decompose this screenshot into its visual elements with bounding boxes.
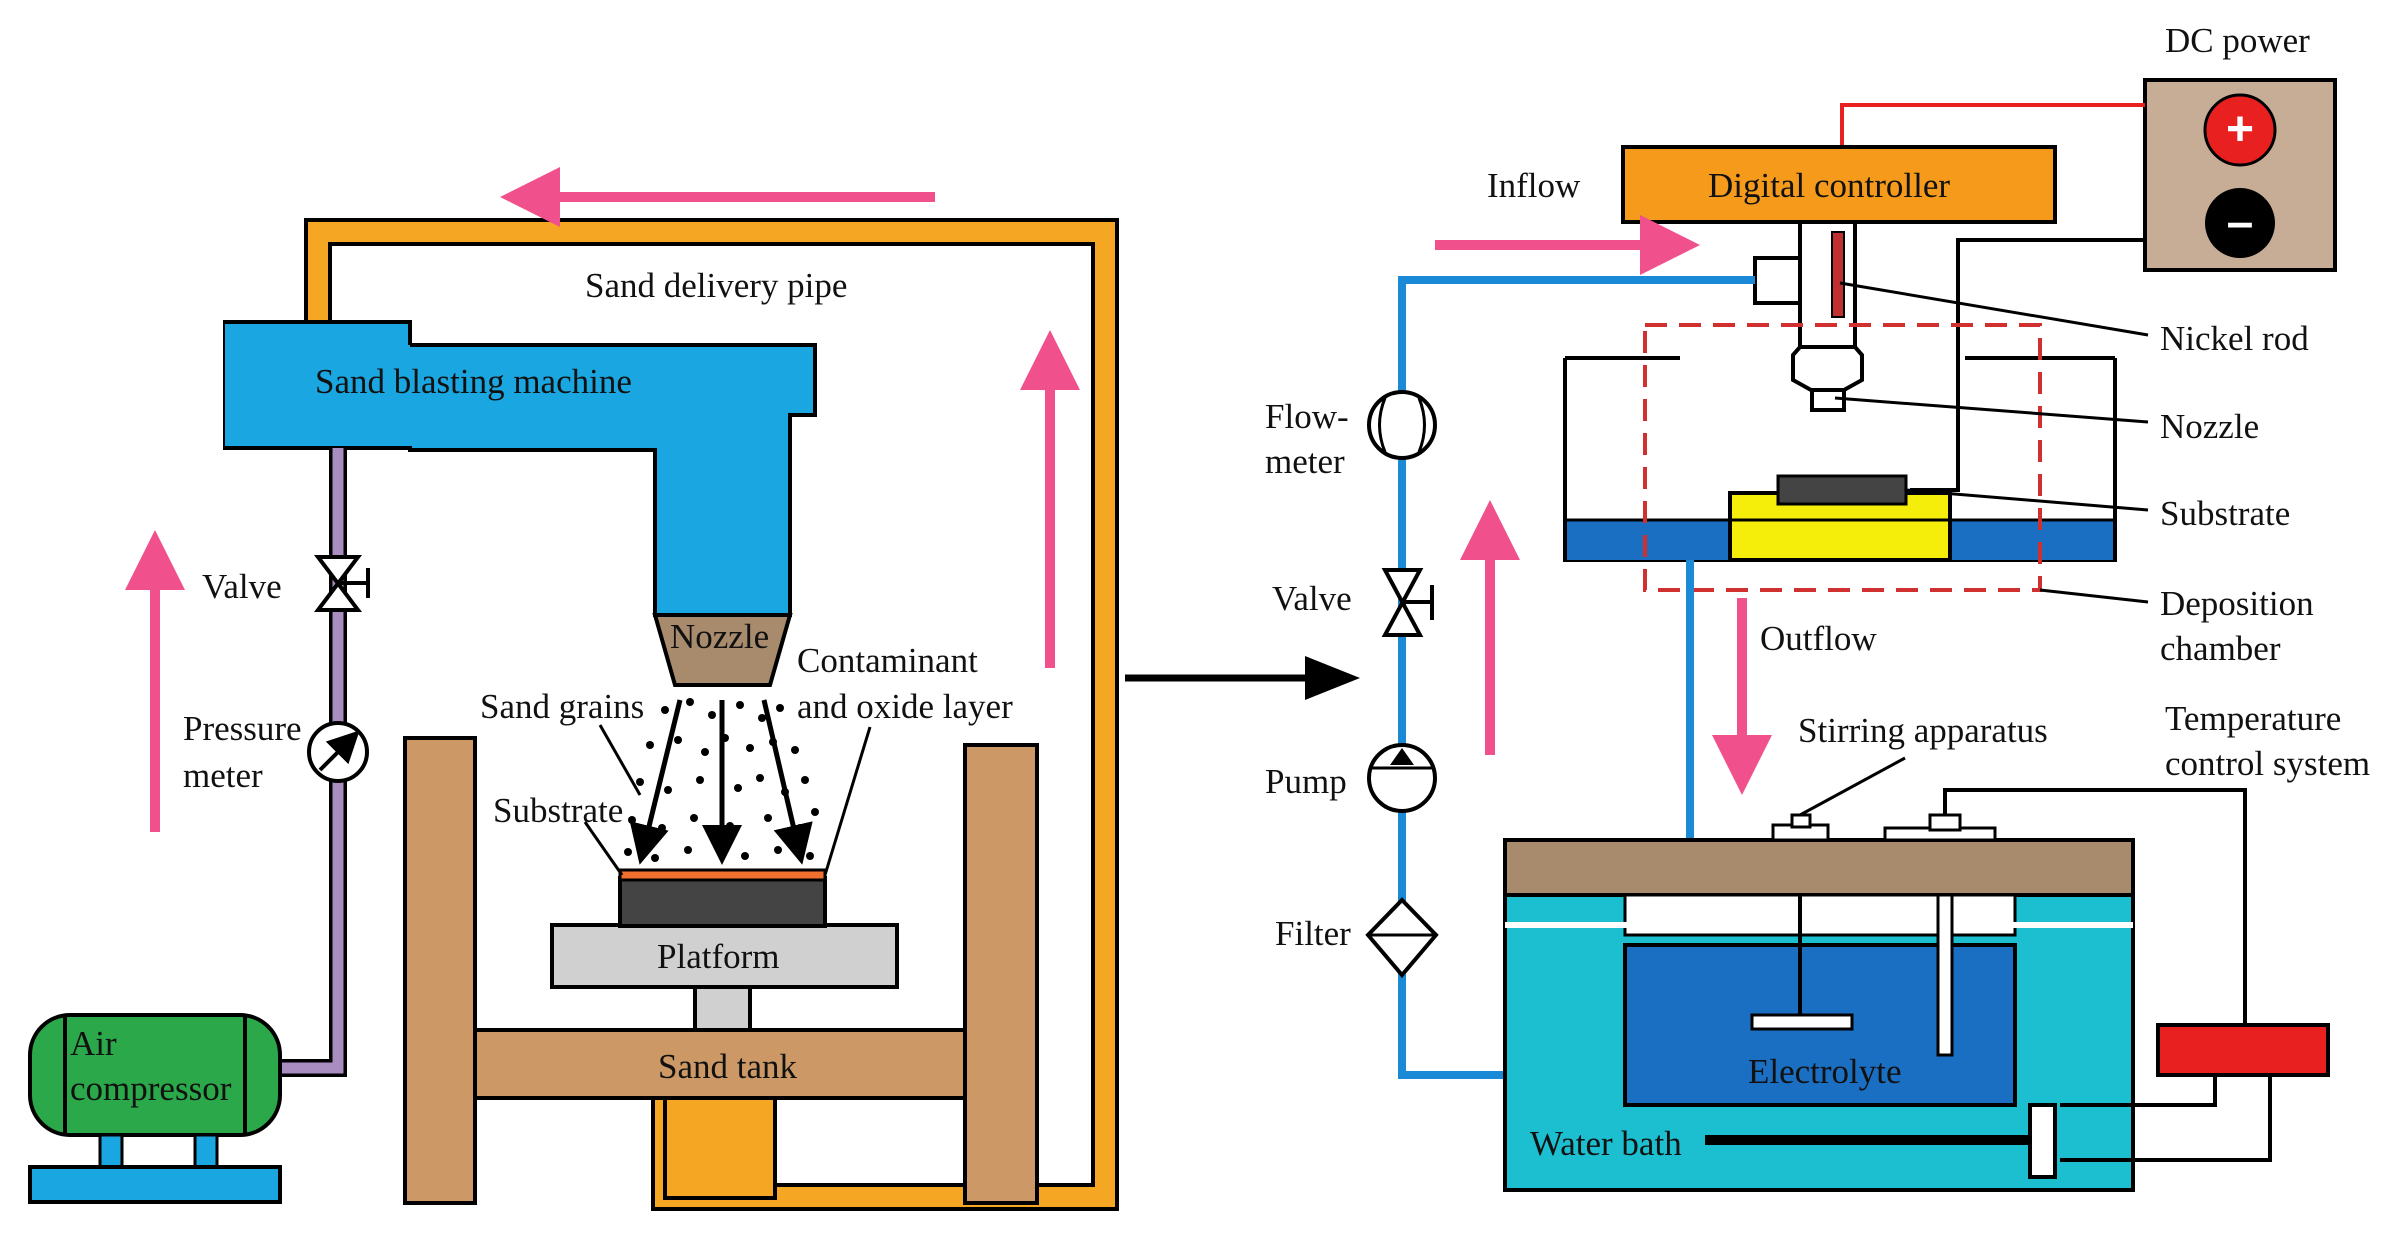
negative-wire — [1910, 238, 2145, 492]
label-inflow: Inflow — [1487, 166, 1581, 205]
label-nozzle-right: Nozzle — [2160, 407, 2259, 446]
pressure-meter-gauge — [307, 721, 369, 783]
negative-terminal-label: – — [2227, 196, 2254, 249]
label-outflow: Outflow — [1760, 619, 1877, 658]
transition-arrow — [1125, 656, 1360, 700]
label-nozzle-left: Nozzle — [670, 617, 769, 656]
blast-arrows — [629, 699, 813, 865]
label-dc-power: DC power — [2165, 21, 2310, 60]
label-pressure-meter-2: meter — [183, 756, 263, 795]
label-sand-blasting-machine: Sand blasting machine — [315, 362, 632, 401]
label-platform: Platform — [657, 937, 779, 976]
jet-nozzle-assembly — [1753, 220, 1864, 412]
label-flowmeter-2: meter — [1265, 442, 1345, 481]
valve-symbol-left — [313, 555, 370, 612]
pump-symbol — [1367, 743, 1437, 813]
label-deposition-2: chamber — [2160, 629, 2281, 668]
label-sand-delivery-pipe: Sand delivery pipe — [585, 266, 847, 305]
flow-arrows-right — [1435, 215, 1772, 795]
flow-arrows-left — [125, 167, 1080, 832]
flowmeter-symbol — [1367, 390, 1437, 460]
water-bath-tank — [1503, 838, 2135, 1192]
label-sand-tank: Sand tank — [658, 1047, 798, 1086]
deposition-chamber — [1563, 323, 2117, 592]
label-sand-grains: Sand grains — [480, 687, 644, 726]
label-stirring-apparatus: Stirring apparatus — [1798, 711, 2048, 750]
label-deposition-1: Deposition — [2160, 584, 2314, 623]
label-substrate-right: Substrate — [2160, 494, 2290, 533]
label-valve-right: Valve — [1272, 579, 1352, 618]
label-pump: Pump — [1265, 762, 1347, 801]
substrate-left — [618, 868, 827, 928]
label-water-bath: Water bath — [1530, 1124, 1682, 1163]
label-electrolyte: Electrolyte — [1748, 1052, 1902, 1091]
label-temperature-2: control system — [2165, 744, 2370, 783]
temperature-control-system — [1705, 788, 2330, 1179]
label-substrate-left: Substrate — [493, 791, 623, 830]
label-temperature-1: Temperature — [2165, 699, 2341, 738]
platform — [550, 923, 899, 1032]
sand-tank — [403, 736, 1039, 1205]
label-flowmeter-1: Flow- — [1265, 397, 1349, 436]
label-contaminant-2: and oxide layer — [797, 687, 1013, 726]
label-valve-left: Valve — [202, 567, 282, 606]
air-hose — [275, 448, 347, 1077]
leader-lines-left — [583, 724, 872, 876]
label-contaminant-1: Contaminant — [797, 641, 978, 680]
filter-symbol — [1365, 897, 1439, 979]
positive-terminal-label: + — [2226, 103, 2254, 156]
label-pressure-meter-1: Pressure — [183, 709, 302, 748]
label-nickel-rod: Nickel rod — [2160, 319, 2309, 358]
label-air-compressor-2: compressor — [70, 1069, 232, 1108]
sand-blasting-machine — [223, 320, 817, 617]
valve-symbol-right — [1381, 568, 1434, 637]
stirring-apparatus — [1750, 813, 1854, 1031]
label-digital-controller: Digital controller — [1708, 166, 1950, 205]
label-filter: Filter — [1275, 914, 1351, 953]
blasting-nozzle — [652, 613, 793, 687]
air-compressor — [28, 1013, 282, 1204]
leader-lines-right — [1799, 281, 2149, 817]
positive-wire — [1840, 103, 2145, 155]
dc-power-supply: + – — [2143, 78, 2337, 272]
label-air-compressor-1: Air — [70, 1024, 117, 1063]
